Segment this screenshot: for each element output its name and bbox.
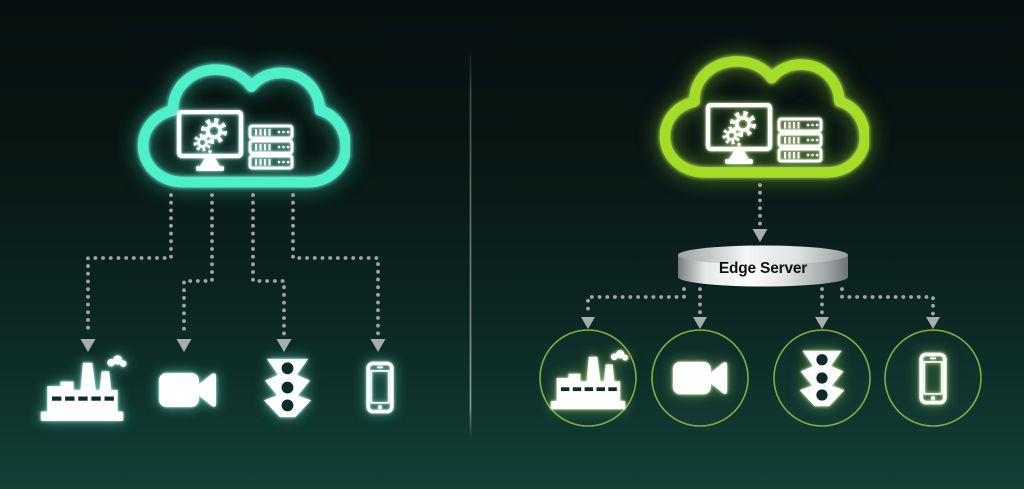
connector-dotted-line [586,287,686,316]
connector-dotted-line [840,287,935,316]
arrow-down-icon [752,229,768,242]
edge-to-device-connectors [581,287,940,329]
cloud-to-device-connectors [80,193,386,352]
connector-dotted-line [86,193,173,337]
edge-server-top [678,245,848,265]
connector-dotted-line [251,193,286,337]
device-circle [539,329,637,427]
cloud-datacenter-icon [708,105,821,164]
edge-server: Edge Server [678,245,848,287]
arrow-down-icon [926,317,940,329]
cloud-to-edge-connector [752,183,768,242]
arrow-down-icon [581,317,595,329]
video-camera-icon [158,372,217,408]
arrow-down-icon [176,339,192,352]
arrow-down-icon [815,317,829,329]
cloud-datacenter-icon [179,112,292,171]
video-camera-icon [672,361,728,395]
device-row [40,355,392,421]
cloud-computing-side [40,70,392,421]
arrow-down-icon [80,339,96,352]
connector-dotted-line [291,193,380,337]
edge-server-label: Edge Server [719,260,807,277]
device-circle [651,329,749,427]
factory-icon [40,355,127,421]
device-circle [773,329,871,427]
device-row [539,329,982,427]
arrow-down-icon [370,339,386,352]
arrow-down-icon [693,317,707,329]
device-circle [884,329,982,427]
smartphone-icon [368,363,392,411]
arrow-down-icon [276,339,292,352]
connector-dotted-line [182,193,214,337]
edge-computing-side: Edge Server [539,61,982,427]
cloud-icon [665,61,865,172]
cloud-icon [143,70,346,183]
traffic-light-icon [264,358,311,418]
